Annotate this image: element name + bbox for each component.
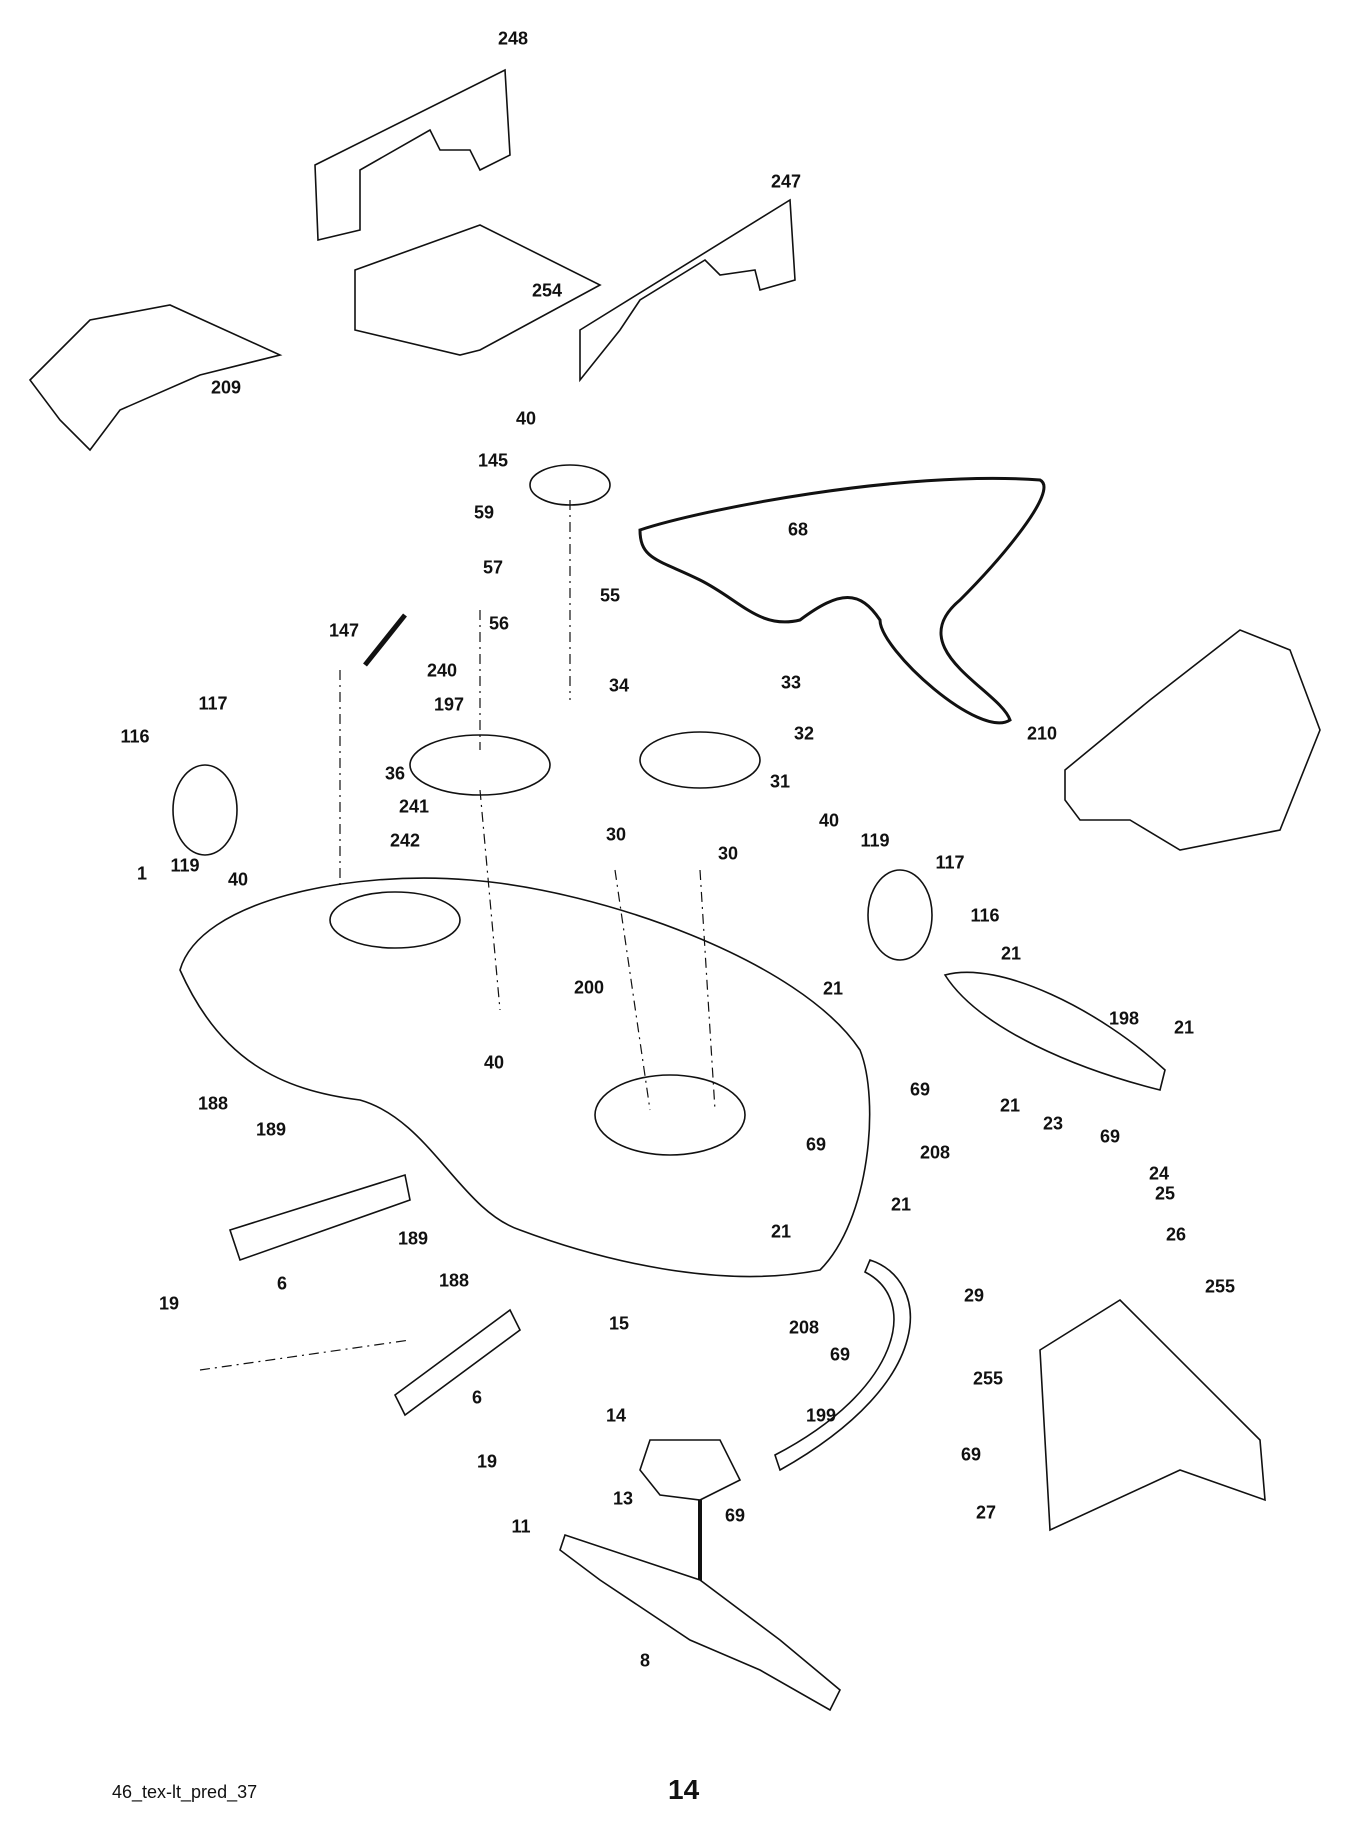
part-label: 255: [1204, 1276, 1236, 1297]
part-label: 31: [769, 771, 791, 792]
part-label: 209: [210, 377, 242, 398]
part-label: 11: [511, 1516, 531, 1537]
mower-deck-1: [179, 877, 871, 1278]
spindle-pulley-32: [639, 731, 761, 789]
gauge-wheel-117-left: [172, 764, 238, 856]
part-label: 32: [793, 723, 815, 744]
page-number: 14: [668, 1774, 700, 1805]
part-label: 57: [482, 557, 504, 578]
discharge-chute-27: [1039, 1298, 1266, 1532]
belt-cover-254: [354, 224, 602, 356]
part-label: 188: [438, 1270, 470, 1291]
part-label: 8: [639, 1650, 651, 1671]
part-label: 15: [608, 1313, 630, 1334]
part-label: 21: [890, 1194, 912, 1215]
baffle-199: [774, 1259, 912, 1472]
part-label: 242: [389, 830, 421, 851]
spindle-opening: [594, 1074, 746, 1156]
part-label: 27: [975, 1502, 997, 1523]
part-label: 21: [822, 978, 844, 999]
spindle-housing-14: [639, 1439, 742, 1501]
part-label: 56: [488, 613, 510, 634]
part-label: 200: [573, 977, 605, 998]
belt-cover-210: [1064, 629, 1321, 851]
drive-belt-68: [638, 476, 1046, 725]
part-label: 21: [770, 1221, 792, 1242]
center-lines: [199, 500, 716, 1371]
part-label: 30: [605, 824, 627, 845]
part-label: 40: [515, 408, 537, 429]
part-label: 40: [227, 869, 249, 890]
part-label: 19: [158, 1293, 180, 1314]
part-label: 19: [476, 1451, 498, 1472]
part-label: 189: [397, 1228, 429, 1249]
part-label: 248: [497, 28, 529, 49]
part-label: 255: [972, 1368, 1004, 1389]
part-label: 26: [1165, 1224, 1187, 1245]
part-label: 188: [197, 1093, 229, 1114]
blade-11: [559, 1533, 841, 1712]
part-label: 116: [120, 726, 150, 747]
part-label: 210: [1026, 723, 1058, 744]
part-label: 6: [471, 1387, 483, 1408]
part-label: 241: [398, 796, 430, 817]
part-label: 199: [805, 1405, 837, 1426]
gauge-wheel-117-right: [867, 869, 933, 961]
stabilizer-bracket-6-left: [228, 1173, 411, 1262]
part-label: 69: [1099, 1126, 1121, 1147]
part-label: 198: [1108, 1008, 1140, 1029]
part-label: 40: [818, 810, 840, 831]
belt-cover-209: [28, 304, 283, 452]
stabilizer-bracket-6-right: [393, 1308, 522, 1417]
part-label: 36: [384, 763, 406, 784]
part-label: 208: [919, 1142, 951, 1163]
part-label: 69: [829, 1344, 851, 1365]
part-label: 34: [608, 675, 630, 696]
part-label: 6: [276, 1273, 288, 1294]
part-label: 30: [717, 843, 739, 864]
spring-147: [363, 613, 407, 667]
part-label: 29: [963, 1285, 985, 1306]
part-label: 21: [999, 1095, 1021, 1116]
part-label: 69: [909, 1079, 931, 1100]
part-label: 1: [136, 863, 148, 884]
part-label: 21: [1173, 1017, 1195, 1038]
idler-pulley-145: [529, 464, 611, 506]
part-label: 59: [473, 502, 495, 523]
part-label: 189: [255, 1119, 287, 1140]
part-label: 147: [328, 620, 360, 641]
part-label: 40: [483, 1052, 505, 1073]
part-label: 68: [787, 519, 809, 540]
part-label: 119: [860, 830, 890, 851]
part-label: 25: [1154, 1183, 1176, 1204]
part-label: 254: [531, 280, 563, 301]
part-label: 55: [599, 585, 621, 606]
deck-pulley: [329, 891, 461, 949]
part-label: 13: [612, 1488, 634, 1509]
deflector-shield-248: [314, 68, 511, 242]
deflector-shield-247: [579, 198, 796, 383]
part-label: 119: [170, 855, 200, 876]
part-label: 69: [724, 1505, 746, 1526]
part-label: 117: [198, 693, 228, 714]
baffle-198: [943, 971, 1166, 1091]
part-label: 208: [788, 1317, 820, 1338]
part-label: 33: [780, 672, 802, 693]
part-label: 197: [433, 694, 465, 715]
part-label: 247: [770, 171, 802, 192]
part-label: 117: [935, 852, 965, 873]
part-label: 69: [960, 1444, 982, 1465]
part-label: 23: [1042, 1113, 1064, 1134]
part-label: 24: [1148, 1163, 1170, 1184]
part-label: 240: [426, 660, 458, 681]
part-label: 21: [1000, 943, 1022, 964]
part-label: 69: [805, 1134, 827, 1155]
part-label: 145: [477, 450, 509, 471]
part-label: 116: [970, 905, 1000, 926]
part-label: 14: [605, 1405, 627, 1426]
document-code: 46_tex-lt_pred_37: [112, 1782, 258, 1802]
